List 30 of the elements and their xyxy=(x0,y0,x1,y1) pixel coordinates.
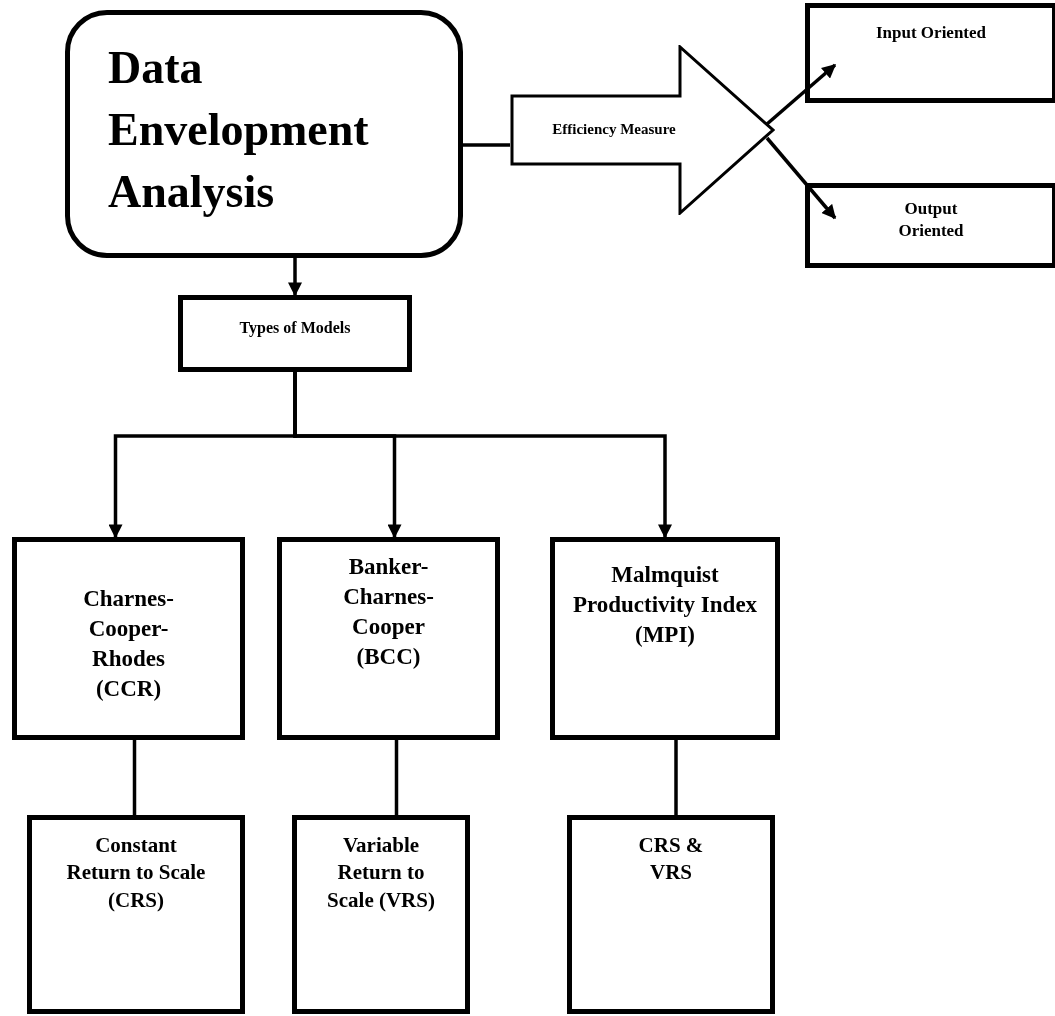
node-label: Constant Return to Scale (CRS) xyxy=(65,832,207,914)
arrow xyxy=(293,372,672,539)
connector-line xyxy=(132,740,137,815)
node-label: Variable Return to Scale (VRS) xyxy=(326,832,436,914)
block-arrow xyxy=(510,45,775,215)
node-label: CRS & VRS xyxy=(637,832,705,887)
process-box xyxy=(567,815,775,1014)
process-box xyxy=(12,537,245,740)
process-box xyxy=(178,295,412,372)
process-box xyxy=(292,815,470,1014)
connector-line xyxy=(674,740,678,815)
arrow xyxy=(288,258,302,297)
arrow xyxy=(765,136,837,220)
node-label: Efficiency Measure xyxy=(551,120,677,140)
process-box xyxy=(805,183,1055,268)
node-label: Banker-Charnes-Cooper (BCC) xyxy=(342,553,435,671)
process-box xyxy=(277,537,500,740)
process-box xyxy=(550,537,780,740)
connector-line xyxy=(463,143,510,147)
node-label: Input Oriented xyxy=(874,22,987,44)
node-label: Output Oriented xyxy=(897,198,965,243)
node-label: Types of Models xyxy=(238,318,352,339)
process-box xyxy=(805,3,1055,103)
connector-line xyxy=(394,740,399,815)
node-label: Malmquist Productivity Index (MPI) xyxy=(571,561,759,649)
rounded-box xyxy=(65,10,463,258)
node-label: Charnes-Cooper-Rhodes (CCR) xyxy=(82,585,175,703)
process-box xyxy=(27,815,245,1014)
node-label: Data Envelopment Analysis xyxy=(108,41,370,220)
arrow xyxy=(765,63,837,126)
